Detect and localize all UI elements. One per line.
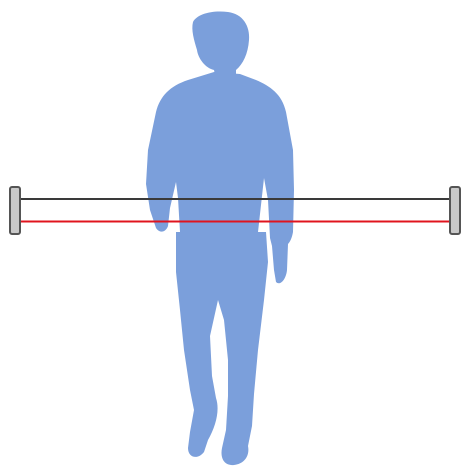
person-head — [192, 11, 249, 80]
person-legs — [176, 232, 268, 465]
person-icon — [146, 11, 294, 465]
left-sensor-post-icon — [10, 187, 20, 234]
right-sensor-post-icon — [450, 187, 460, 234]
